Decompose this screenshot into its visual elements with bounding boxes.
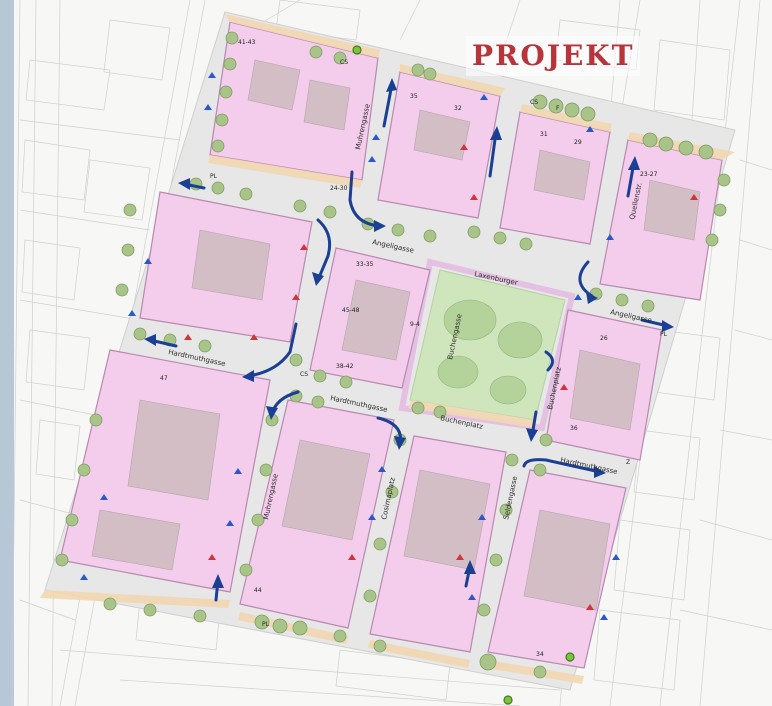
arrow-3	[316, 218, 332, 282]
plate-f-1: F	[556, 105, 560, 112]
plate-cs-3: CS	[300, 371, 308, 378]
parking-plates: PL CS PL CS F Z PL CS	[210, 59, 668, 628]
plate-cs-1: CS	[340, 59, 348, 66]
plate-pl-2: PL	[262, 621, 270, 628]
block-label-2: 35	[410, 93, 418, 100]
green-point-markers	[352, 45, 575, 705]
projekt-stamp: PROJEKT	[466, 36, 641, 76]
block-label-6: 38-42	[336, 363, 354, 370]
block-label-16: 26	[600, 335, 608, 342]
block-label-9: 44	[254, 587, 262, 594]
block-label-5: 9-4	[410, 321, 420, 328]
curb-markers	[80, 72, 698, 620]
park-trees	[437, 299, 543, 405]
block-label-14: 29	[574, 139, 582, 146]
block-label-8: 31	[540, 131, 548, 138]
plate-pl-3: PL	[660, 331, 668, 338]
block-label-4: 45-48	[342, 307, 360, 314]
arrow-13	[544, 350, 554, 372]
plate-z-1: Z	[626, 459, 630, 466]
arrow-15	[522, 458, 602, 474]
block-label-1: 41-43	[238, 39, 256, 46]
block-label-7: 24-30	[330, 185, 348, 192]
buildings	[91, 59, 701, 611]
plate-cs-2: CS	[530, 99, 538, 106]
block-label-15: 32	[454, 105, 462, 112]
left-edge-strip	[0, 0, 14, 706]
plate-pl-1: PL	[210, 173, 218, 180]
block-label-13: 34	[536, 651, 544, 658]
block-number-labels: 41-43 35 33-35 45-48 9-4 38-42 24-30 31 …	[160, 39, 658, 658]
arrow-heads	[144, 78, 674, 588]
block-label-11: 47	[160, 375, 168, 382]
park-pink-border	[398, 258, 576, 432]
block-label-10: 36	[570, 425, 578, 432]
block-label-12: 23-27	[640, 171, 658, 178]
block-label-3: 33-35	[356, 261, 374, 268]
